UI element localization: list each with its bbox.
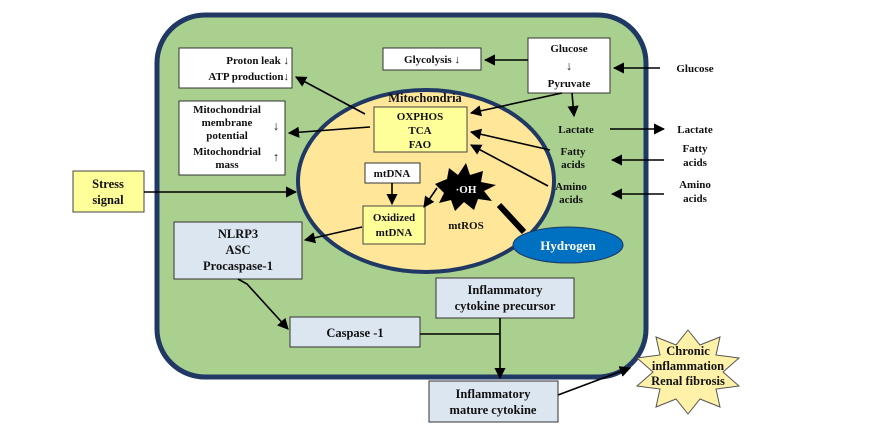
amino-acids-outside-label-2: acids	[683, 193, 708, 205]
arrow-fatty-to-oxphos	[469, 128, 551, 151]
svg-text:Glucose: Glucose	[550, 43, 587, 55]
svg-text:Pyruvate: Pyruvate	[548, 78, 591, 90]
svg-text:mass: mass	[215, 159, 239, 171]
svg-text:FAO: FAO	[409, 139, 432, 151]
mtdna-box: mtDNA	[364, 162, 421, 184]
svg-text:ATP production↓: ATP production↓	[208, 71, 289, 83]
svg-text:↓: ↓	[273, 119, 279, 133]
membrane-potential-box: Mitochondrial membrane potential Mitocho…	[178, 100, 286, 176]
svg-text:NLRP3: NLRP3	[218, 227, 258, 241]
svg-text:mtDNA: mtDNA	[376, 227, 413, 239]
glucose-pyruvate-box: Glucose ↓ Pyruvate	[527, 37, 611, 94]
svg-text:Glycolysis ↓: Glycolysis ↓	[404, 54, 460, 66]
svg-text:Proton leak ↓: Proton leak ↓	[226, 55, 289, 67]
svg-text:Caspase -1: Caspase -1	[326, 326, 383, 340]
svg-text:↓: ↓	[566, 59, 572, 73]
arrow-oxphos-to-proton-leak	[295, 76, 366, 115]
svg-text:Renal fibrosis: Renal fibrosis	[651, 374, 725, 388]
svg-text:mature cytokine: mature cytokine	[450, 403, 537, 417]
caspase-1-box: Caspase -1	[289, 316, 421, 348]
svg-text:Hydrogen: Hydrogen	[540, 238, 596, 253]
arrow-nlrp3-to-caspase	[237, 278, 289, 330]
svg-text:potential: potential	[206, 130, 248, 142]
glycolysis-box: Glycolysis ↓	[382, 47, 482, 71]
hydrogen-inhibition-bar	[496, 202, 527, 235]
amino-acids-inside-label: Amino	[555, 181, 587, 193]
mitochondria-label: Mitochondria	[388, 91, 462, 105]
svg-text:Chronic: Chronic	[666, 344, 710, 358]
fatty-acids-outside-label: Fatty	[682, 143, 708, 155]
glucose-outside-label: Glucose	[676, 63, 713, 75]
svg-text:signal: signal	[92, 193, 124, 207]
fatty-acids-outside-label-2: acids	[683, 157, 708, 169]
svg-text:membrane: membrane	[202, 117, 253, 129]
svg-text:inflammation: inflammation	[652, 359, 724, 373]
svg-text:mtDNA: mtDNA	[374, 168, 411, 180]
amino-acids-outside-label: Amino	[679, 179, 711, 191]
svg-text:Oxidized: Oxidized	[373, 212, 415, 224]
fatty-acids-inside-label-2: acids	[561, 159, 586, 171]
arrow-oxphos-to-membrane	[287, 126, 371, 138]
mature-cytokine-box: Inflammatory mature cytokine	[428, 380, 559, 423]
arrow-oh-to-oxidized	[423, 187, 438, 208]
svg-text:Stress: Stress	[92, 177, 124, 191]
hydrogen-ellipse: Hydrogen	[512, 226, 624, 264]
svg-text:·OH: ·OH	[456, 184, 477, 196]
arrow-mature-to-chronic	[557, 366, 632, 396]
svg-text:Inflammatory: Inflammatory	[468, 283, 544, 297]
svg-text:Procaspase-1: Procaspase-1	[203, 259, 273, 273]
svg-text:OXPHOS: OXPHOS	[397, 111, 443, 123]
arrow-pyruvate-to-oxphos	[469, 92, 563, 117]
oxidized-mtdna-box: Oxidized mtDNA	[362, 205, 426, 245]
arrow-pyruvate-to-lactate	[567, 92, 579, 118]
arrow-oxidized-to-nlrp3	[303, 226, 363, 244]
lactate-inside-label: Lactate	[558, 124, 594, 136]
svg-text:TCA: TCA	[408, 125, 431, 137]
svg-text:cytokine precursor: cytokine precursor	[455, 299, 556, 313]
hydroxyl-radical-burst: ·OH	[435, 163, 496, 211]
lactate-outside-label: Lactate	[677, 124, 713, 136]
mitochondria	[296, 88, 556, 274]
svg-text:↑: ↑	[273, 150, 279, 164]
fatty-acids-inside-label: Fatty	[560, 146, 586, 158]
chronic-inflammation-star: Chronic inflammation Renal fibrosis	[635, 329, 741, 415]
mtros-label: mtROS	[448, 220, 483, 232]
proton-leak-box: Proton leak ↓ ATP production↓	[178, 47, 293, 89]
svg-text:Inflammatory: Inflammatory	[456, 387, 532, 401]
cytokine-precursor-box: Inflammatory cytokine precursor	[435, 277, 575, 319]
oxphos-box: OXPHOS TCA FAO	[373, 106, 468, 153]
svg-text:Mitochondrial: Mitochondrial	[193, 104, 261, 116]
svg-text:ASC: ASC	[225, 243, 250, 257]
svg-text:Mitochondrial: Mitochondrial	[193, 146, 261, 158]
arrow-amino-to-oxphos	[470, 144, 549, 187]
stress-signal-box: Stress signal	[72, 170, 145, 213]
amino-acids-inside-label-2: acids	[559, 194, 584, 206]
nlrp3-box: NLRP3 ASC Procaspase-1	[173, 221, 303, 280]
